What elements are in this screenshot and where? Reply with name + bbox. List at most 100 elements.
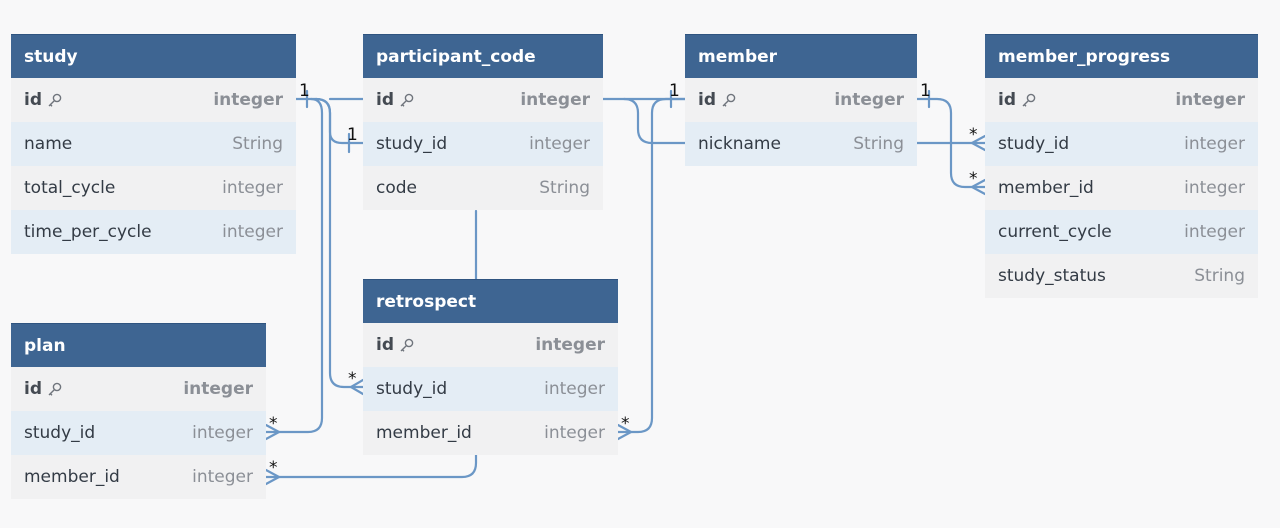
field-type: integer [192,467,253,487]
rel-many-crow [264,423,281,441]
field-name: time_per_cycle [24,222,152,242]
field-row[interactable]: name String [11,122,296,166]
table-title[interactable]: participant_code [363,34,603,78]
table-title[interactable]: study [11,34,296,78]
field-name: total_cycle [24,178,115,198]
field-name-text: study_id [24,423,96,443]
cardinality-label: * [269,458,278,478]
field-name: name [24,134,72,154]
field-name-text: total_cycle [24,178,116,198]
field-row[interactable]: id integer [11,78,296,122]
cardinality-label: * [269,414,278,434]
field-name: current_cycle [998,222,1112,242]
cardinality-label: * [969,169,978,189]
field-type: integer [520,90,590,110]
field-name: id [376,90,415,110]
field-row[interactable]: study_id integer [363,122,603,166]
field-name: code [376,178,417,198]
key-icon [399,92,415,108]
table-title[interactable]: member [685,34,917,78]
cardinality-label: * [969,125,978,145]
field-name: study_id [376,134,447,154]
field-type: integer [192,423,253,443]
cardinality-label: * [621,414,630,434]
field-type: integer [1175,90,1245,110]
field-name-text: id [24,379,42,399]
field-row[interactable]: id integer [685,78,917,122]
field-name-text: member_id [24,467,120,487]
field-row[interactable]: current_cycle integer [985,210,1258,254]
field-name: id [376,335,415,355]
field-row[interactable]: study_id integer [11,411,266,455]
field-type: integer [1184,178,1245,198]
field-name: member_id [24,467,120,487]
field-row[interactable]: id integer [11,367,266,411]
key-icon [399,337,415,353]
field-row[interactable]: member_id integer [11,455,266,499]
field-type: integer [544,423,605,443]
field-name-text: study_status [998,266,1106,286]
key-icon [721,92,737,108]
field-type: String [232,134,283,154]
table-title[interactable]: plan [11,323,266,367]
field-type: integer [535,335,605,355]
field-name-text: name [24,134,73,154]
rel-participant-code-member-nickname [622,97,687,145]
field-name-text: study_id [376,379,448,399]
cardinality-label: 1 [920,81,931,101]
rel-member-retrospect [616,97,687,434]
cardinality-label: 1 [669,81,680,101]
field-name-text: study_id [998,134,1070,154]
field-row[interactable]: study_id integer [363,367,618,411]
table-title[interactable]: member_progress [985,34,1258,78]
rel-study-participant-code [294,97,365,145]
field-name: member_id [376,423,472,443]
table-member[interactable]: member id integer nickname String [685,34,917,166]
field-name-text: id [24,90,42,110]
field-name-text: nickname [698,134,781,154]
field-name: id [698,90,737,110]
rel-many-crow [264,468,281,486]
field-row[interactable]: nickname String [685,122,917,166]
field-name: id [24,90,63,110]
field-row[interactable]: id integer [363,78,603,122]
field-type: integer [213,90,283,110]
field-name-text: current_cycle [998,222,1112,242]
field-name-text: code [376,178,417,198]
cardinality-label: * [348,369,357,389]
field-type: integer [834,90,904,110]
field-type: integer [544,379,605,399]
rel-study-retrospect [314,97,365,389]
field-name-text: time_per_cycle [24,222,152,242]
rel-many-crow [970,178,987,196]
field-type: String [853,134,904,154]
rel-retrospect-plan [264,453,478,479]
field-type: integer [529,134,590,154]
field-name-text: study_id [376,134,448,154]
field-row[interactable]: member_id integer [363,411,618,455]
field-row[interactable]: id integer [985,78,1258,122]
field-name-text: id [698,90,716,110]
field-type: integer [183,379,253,399]
rel-many-crow [616,423,633,441]
field-name: study_id [376,379,447,399]
field-name: study_id [24,423,95,443]
field-row[interactable]: id integer [363,323,618,367]
field-name: study_id [998,134,1069,154]
key-icon [47,92,63,108]
cardinality-label: 1 [299,81,310,101]
field-type: integer [1184,222,1245,242]
field-name: id [998,90,1037,110]
table-title[interactable]: retrospect [363,279,618,323]
